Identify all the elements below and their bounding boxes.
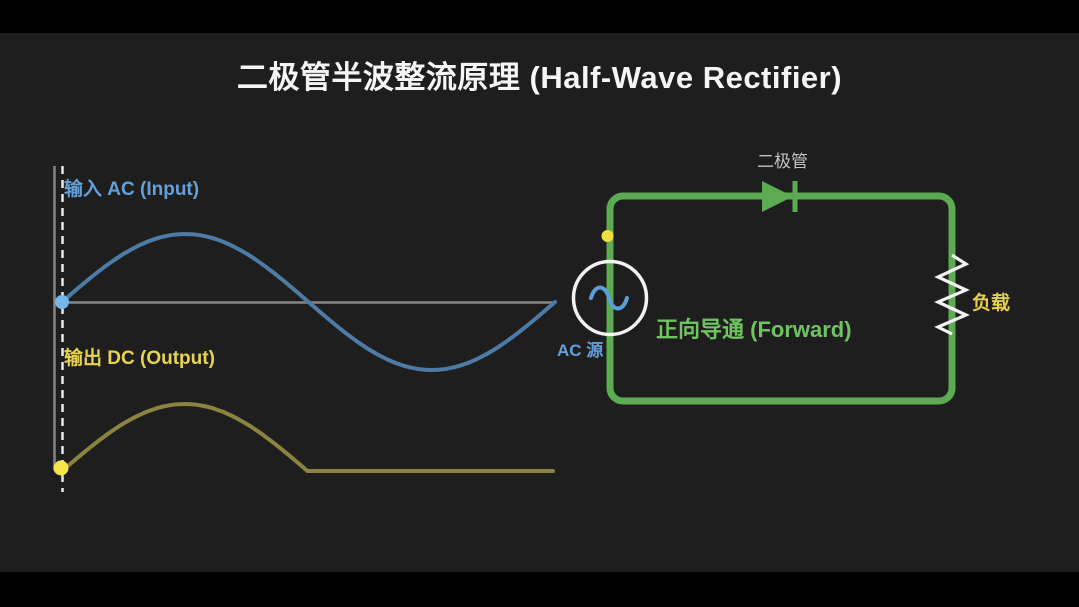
forward-state-label: 正向导通 (Forward) <box>656 317 852 342</box>
output-wave-start-dot <box>53 460 69 476</box>
output-dc-label: 输出 DC (Output) <box>64 348 215 369</box>
ac-source-icon <box>571 259 649 337</box>
load-resistor-icon <box>934 253 970 336</box>
current-dot <box>601 230 614 242</box>
input-ac-label: 输入 AC (Input) <box>64 179 200 200</box>
load-label: 负载 <box>972 293 1011 314</box>
circuit-loop <box>606 192 956 405</box>
input-wave-start-dot <box>55 295 69 309</box>
sine-symbol-icon <box>589 285 629 311</box>
diode-icon <box>762 181 793 212</box>
output-dc-wave <box>60 401 555 473</box>
ac-source-label: AC 源 <box>557 341 604 360</box>
waveform-plot <box>53 166 557 492</box>
page-title: 二极管半波整流原理 (Half-Wave Rectifier) <box>236 60 843 95</box>
diode-label: 二极管 <box>757 152 808 171</box>
input-ac-wave <box>60 231 557 373</box>
circuit-diagram <box>571 181 970 405</box>
